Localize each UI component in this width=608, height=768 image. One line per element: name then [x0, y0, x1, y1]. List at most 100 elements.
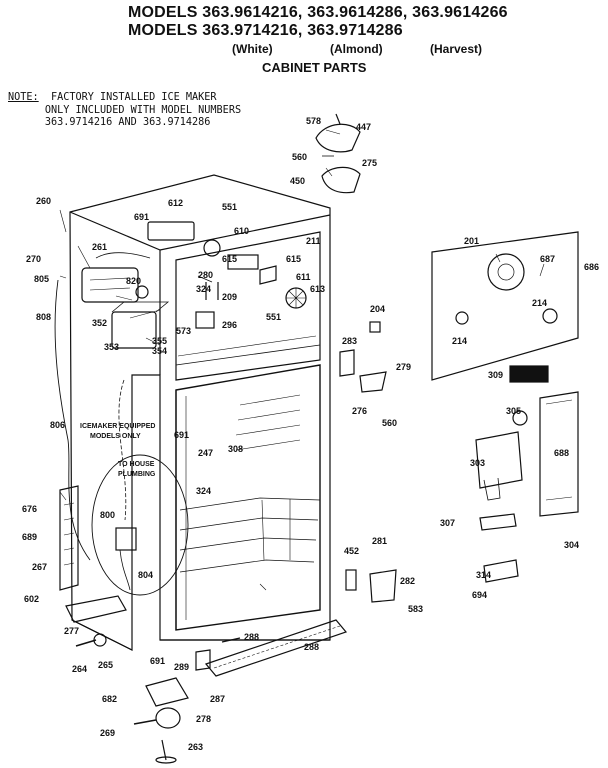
part-callout-560: 560 — [292, 152, 307, 162]
part-callout-288: 288 — [244, 632, 259, 642]
part-callout-289: 289 — [174, 662, 189, 672]
part-callout-682: 682 — [102, 694, 117, 704]
part-callout-278: 278 — [196, 714, 211, 724]
part-callout-209: 209 — [222, 292, 237, 302]
note-line-2: ONLY INCLUDED WITH MODEL NUMBERS — [44, 104, 242, 116]
part-callout-800: 800 — [100, 510, 115, 520]
part-callout-324: 324 — [196, 284, 211, 294]
models-line-2: MODELS 363.9714216, 363.9714286 — [128, 22, 403, 39]
part-callout-450: 450 — [290, 176, 305, 186]
part-callout-287: 287 — [210, 694, 225, 704]
part-callout-269: 269 — [100, 728, 115, 738]
part-callout-612: 612 — [168, 198, 183, 208]
part-callout-276: 276 — [352, 406, 367, 416]
part-callout-267: 267 — [32, 562, 47, 572]
plumbing-note-1: TO HOUSE — [118, 461, 155, 468]
icemaker-note-1: ICEMAKER EQUIPPED — [80, 423, 155, 430]
part-callout-688: 688 — [554, 448, 569, 458]
variant-harvest: (Harvest) — [430, 42, 483, 56]
leader-lines — [59, 129, 545, 591]
part-callout-214: 214 — [452, 336, 467, 346]
part-callout-676: 676 — [22, 504, 37, 514]
icemaker-assembly — [81, 252, 170, 349]
part-callout-691: 691 — [134, 212, 149, 222]
section-title: CABINET PARTS — [262, 60, 367, 75]
part-callout-354: 354 — [152, 346, 167, 356]
part-callout-296: 296 — [222, 320, 237, 330]
part-callout-260: 260 — [36, 196, 51, 206]
part-callout-820: 820 — [126, 276, 141, 286]
part-callout-283: 283 — [342, 336, 357, 346]
part-callout-314: 314 — [476, 570, 491, 580]
part-callout-308: 308 — [228, 444, 243, 454]
part-callout-281: 281 — [372, 536, 387, 546]
part-callout-305: 305 — [506, 406, 521, 416]
part-callout-264: 264 — [72, 664, 87, 674]
part-callout-352: 352 — [92, 318, 107, 328]
part-callout-615: 615 — [222, 254, 237, 264]
note-line-3: 363.9714216 AND 363.9714286 — [44, 117, 211, 128]
part-callout-279: 279 — [396, 362, 411, 372]
part-callout-689: 689 — [22, 532, 37, 542]
variant-white: (White) — [232, 42, 273, 56]
part-callout-288: 288 — [304, 642, 319, 652]
part-callout-204: 204 — [370, 304, 385, 314]
water-supply-line — [54, 279, 189, 596]
part-callout-275: 275 — [362, 158, 377, 168]
part-callout-573: 573 — [176, 326, 191, 336]
part-callout-615: 615 — [286, 254, 301, 264]
part-callout-309: 309 — [488, 370, 503, 380]
part-callout-613: 613 — [310, 284, 325, 294]
variant-almond: (Almond) — [330, 42, 383, 56]
bottom-parts — [65, 595, 348, 764]
part-callout-694: 694 — [472, 590, 487, 600]
part-callout-808: 808 — [36, 312, 51, 322]
part-callout-282: 282 — [400, 576, 415, 586]
part-callout-261: 261 — [92, 242, 107, 252]
part-callout-691: 691 — [174, 430, 189, 440]
part-callout-687: 687 — [540, 254, 555, 264]
part-callout-303: 303 — [470, 458, 485, 468]
note-label: NOTE: — [8, 92, 39, 103]
part-callout-304: 304 — [564, 540, 579, 550]
part-callout-686: 686 — [584, 262, 599, 272]
part-callout-602: 602 — [24, 594, 39, 604]
part-callout-277: 277 — [64, 626, 79, 636]
part-callout-551: 551 — [266, 312, 281, 322]
part-callout-447: 447 — [356, 122, 371, 132]
part-callout-201: 201 — [464, 236, 479, 246]
factory-note: NOTE: FACTORY INSTALLED ICE MAKER ONLY I… — [8, 92, 241, 130]
part-callout-610: 610 — [234, 226, 249, 236]
part-callout-247: 247 — [198, 448, 213, 458]
cabinet-body — [59, 174, 331, 651]
part-callout-452: 452 — [344, 546, 359, 556]
part-callout-353: 353 — [104, 342, 119, 352]
part-callout-551: 551 — [222, 202, 237, 212]
part-callout-583: 583 — [408, 604, 423, 614]
part-callout-355: 355 — [152, 336, 167, 346]
part-callout-324: 324 — [196, 486, 211, 496]
note-line-1: FACTORY INSTALLED ICE MAKER — [50, 92, 217, 103]
part-callout-560: 560 — [382, 418, 397, 428]
part-callout-270: 270 — [26, 254, 41, 264]
part-callout-214: 214 — [532, 298, 547, 308]
icemaker-note-2: MODELS ONLY — [90, 433, 141, 440]
models-line-1: MODELS 363.9614216, 363.9614286, 363.961… — [128, 4, 508, 21]
top-hinge-parts — [315, 113, 361, 194]
part-callout-307: 307 — [440, 518, 455, 528]
part-callout-611: 611 — [296, 272, 311, 282]
part-callout-805: 805 — [34, 274, 49, 284]
part-callout-280: 280 — [198, 270, 213, 280]
rear-cover-panel — [431, 231, 579, 383]
part-callout-211: 211 — [306, 236, 321, 246]
part-callout-265: 265 — [98, 660, 113, 670]
part-callout-691: 691 — [150, 656, 165, 666]
part-callout-806: 806 — [50, 420, 65, 430]
plumbing-note-2: PLUMBING — [118, 471, 156, 478]
right-side-parts — [339, 321, 579, 603]
inner-top-parts — [147, 221, 307, 329]
part-callout-263: 263 — [188, 742, 203, 752]
